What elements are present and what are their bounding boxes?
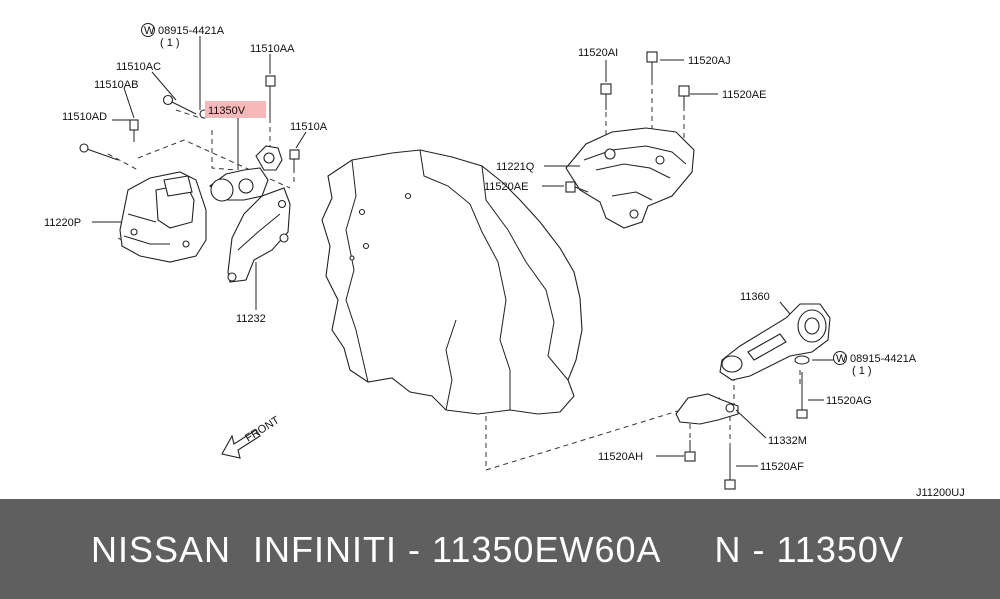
footer-bar: NISSAN INFINITI - 11350EW60A N - 11350V — [0, 499, 1000, 599]
label-11520AE-left: 11520AE — [484, 181, 528, 193]
front-label: FRONT — [243, 414, 282, 444]
washer-callout-top: W 08915-4421A ( 1 ) — [141, 23, 225, 49]
bracket-11232 — [227, 187, 291, 283]
torque-rod-11360 — [719, 303, 831, 381]
highlight-11350V — [205, 101, 266, 118]
label-11221Q: 11221Q — [496, 161, 535, 173]
mount-11350V — [209, 145, 283, 202]
label-11360: 11360 — [740, 291, 770, 303]
bolt-11510AB — [129, 119, 139, 142]
bolt-11520AI — [600, 83, 612, 110]
right-leaders — [542, 59, 718, 187]
bolt-11520AH — [684, 440, 696, 462]
label-11510AB: 11510AB — [94, 79, 138, 91]
bolt-11520AE-left — [565, 181, 589, 193]
label-11520AI: 11520AI — [578, 47, 618, 59]
bolt-11510AD — [79, 143, 119, 161]
washer-qty-top: ( 1 ) — [160, 37, 180, 49]
bolt-11510AA — [265, 75, 276, 118]
washer-code-bottom: 08915-4421A — [850, 353, 917, 365]
washer-prefix-bottom: W — [836, 353, 847, 365]
label-11520AE-right: 11520AE — [722, 89, 766, 101]
bracket-11221Q — [565, 127, 695, 229]
label-11350V: 11350V — [208, 105, 246, 117]
label-11220P: 11220P — [44, 217, 81, 229]
label-11510AD: 11510AD — [62, 111, 107, 123]
label-11510AC: 11510AC — [116, 61, 161, 73]
label-11510A: 11510A — [290, 121, 328, 133]
bolt-11520AJ — [646, 51, 658, 80]
bolt-11520AE-right — [678, 85, 690, 108]
bolt-11510AC — [162, 94, 197, 115]
washer-qty-bottom: ( 1 ) — [852, 365, 872, 377]
bracket-11332M — [675, 393, 739, 425]
washer-bottom — [794, 355, 810, 365]
front-arrow-icon — [221, 429, 261, 459]
label-11232: 11232 — [236, 313, 266, 325]
diagram-code: J11200UJ — [916, 487, 965, 499]
bolt-11520AG — [796, 372, 808, 419]
label-11520AG: 11520AG — [826, 395, 872, 407]
engine-block — [321, 149, 583, 415]
footer-text: NISSAN INFINITI - 11350EW60A N - 11350V — [91, 529, 904, 570]
label-11520AF: 11520AF — [760, 461, 804, 473]
mount-11220P — [119, 171, 207, 263]
washer-callout-bottom: W 08915-4421A ( 1 ) — [833, 351, 917, 377]
washer-prefix-top: W — [144, 25, 155, 37]
label-11510AA: 11510AA — [250, 43, 295, 55]
label-11332M: 11332M — [768, 435, 807, 447]
bolt-11520AF — [724, 448, 736, 490]
parts-diagram: W 08915-4421A ( 1 ) 11510AA 11510AC 1151… — [44, 23, 965, 499]
bolt-11510A — [289, 149, 300, 172]
label-11520AJ: 11520AJ — [688, 55, 731, 67]
bottom-leaders — [656, 301, 834, 467]
label-11520AH: 11520AH — [598, 451, 643, 463]
left-leaders — [92, 36, 307, 310]
washer-code-top: 08915-4421A — [158, 25, 225, 37]
